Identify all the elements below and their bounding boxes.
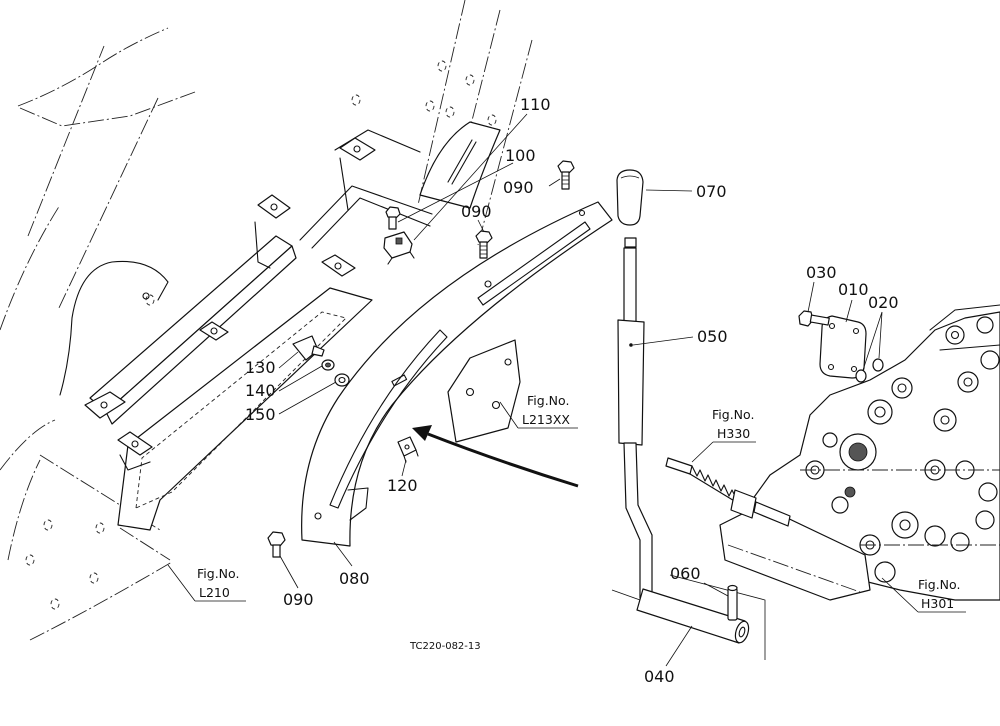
lever-shaft-040 — [611, 574, 766, 660]
part-number-120: 120 — [387, 476, 418, 495]
part-number-100: 100 — [505, 146, 536, 165]
figure-reference-h330: Fig.No. H330 — [712, 407, 754, 441]
part-number-040: 040 — [644, 667, 675, 686]
part-number-110: 110 — [520, 95, 551, 114]
part-number-090-upper: 090 — [503, 178, 534, 197]
bracket-tab — [117, 431, 153, 456]
part-number-130: 130 — [245, 358, 276, 377]
bolt-090-upper — [557, 160, 575, 190]
figure-ref-number: L210 — [199, 585, 230, 600]
bolt-090-lower — [267, 531, 286, 558]
figure-ref-number: H330 — [717, 426, 750, 441]
part-number-010: 010 — [838, 280, 869, 299]
figure-ref-number: L213XX — [522, 412, 570, 427]
bracket-tab — [199, 321, 229, 341]
washer-150 — [334, 373, 350, 387]
drawing-code: TC220-082-13 — [409, 641, 481, 652]
shift-knob-070 — [616, 169, 644, 226]
part-number-140: 140 — [245, 381, 276, 400]
bracket-tab — [84, 391, 126, 419]
part-number-090-lower: 090 — [283, 590, 314, 609]
leader-lines — [167, 113, 966, 667]
mounting-hole-markers — [25, 60, 497, 610]
figure-reference-l210: Fig.No. L210 — [197, 566, 239, 600]
bolt-100 — [385, 206, 401, 230]
figure-ref-number: H301 — [921, 596, 954, 611]
pin-060 — [727, 584, 738, 621]
part-callouts: 110 100 090 090 070 050 030 010 020 130 … — [245, 95, 899, 686]
housing-boss — [839, 433, 877, 471]
shift-lever-050 — [617, 237, 653, 599]
shift-rod-h330 — [665, 457, 791, 527]
figure-ref-caption: Fig.No. — [712, 407, 754, 422]
part-number-070: 070 — [696, 182, 727, 201]
upper-plate — [419, 121, 501, 209]
bracket-tab — [321, 254, 356, 277]
figure-ref-caption: Fig.No. — [527, 393, 569, 408]
fender-phantom-outline — [0, 0, 533, 641]
part-number-080: 080 — [339, 569, 370, 588]
bracket-tab — [339, 137, 376, 161]
figure-ref-caption: Fig.No. — [197, 566, 239, 581]
part-number-060: 060 — [670, 564, 701, 583]
clip-nut-120 — [397, 436, 419, 463]
o-ring-020 — [855, 358, 884, 383]
figure-ref-caption: Fig.No. — [918, 577, 960, 592]
installation-arrow — [412, 425, 579, 488]
support-bracket — [84, 129, 433, 531]
figure-reference-h301: Fig.No. H301 — [918, 577, 960, 611]
part-number-030: 030 — [806, 263, 837, 282]
knob-130 — [292, 335, 325, 361]
bolt-090-middle — [475, 230, 493, 259]
part-number-150: 150 — [245, 405, 276, 424]
bolt-030 — [798, 310, 830, 327]
figure-reference-l213xx: Fig.No. L213XX — [522, 393, 570, 427]
part-number-050: 050 — [697, 327, 728, 346]
bracket-tab — [257, 194, 291, 219]
clip-110 — [383, 231, 415, 265]
guide-plate — [301, 201, 613, 547]
fender-side-panel — [59, 260, 169, 396]
part-number-090-middle: 090 — [461, 202, 492, 221]
washer-140 — [321, 359, 335, 371]
transmission-housing — [719, 304, 1000, 601]
fender-plate-l213xx — [447, 339, 521, 443]
part-number-020: 020 — [868, 293, 899, 312]
